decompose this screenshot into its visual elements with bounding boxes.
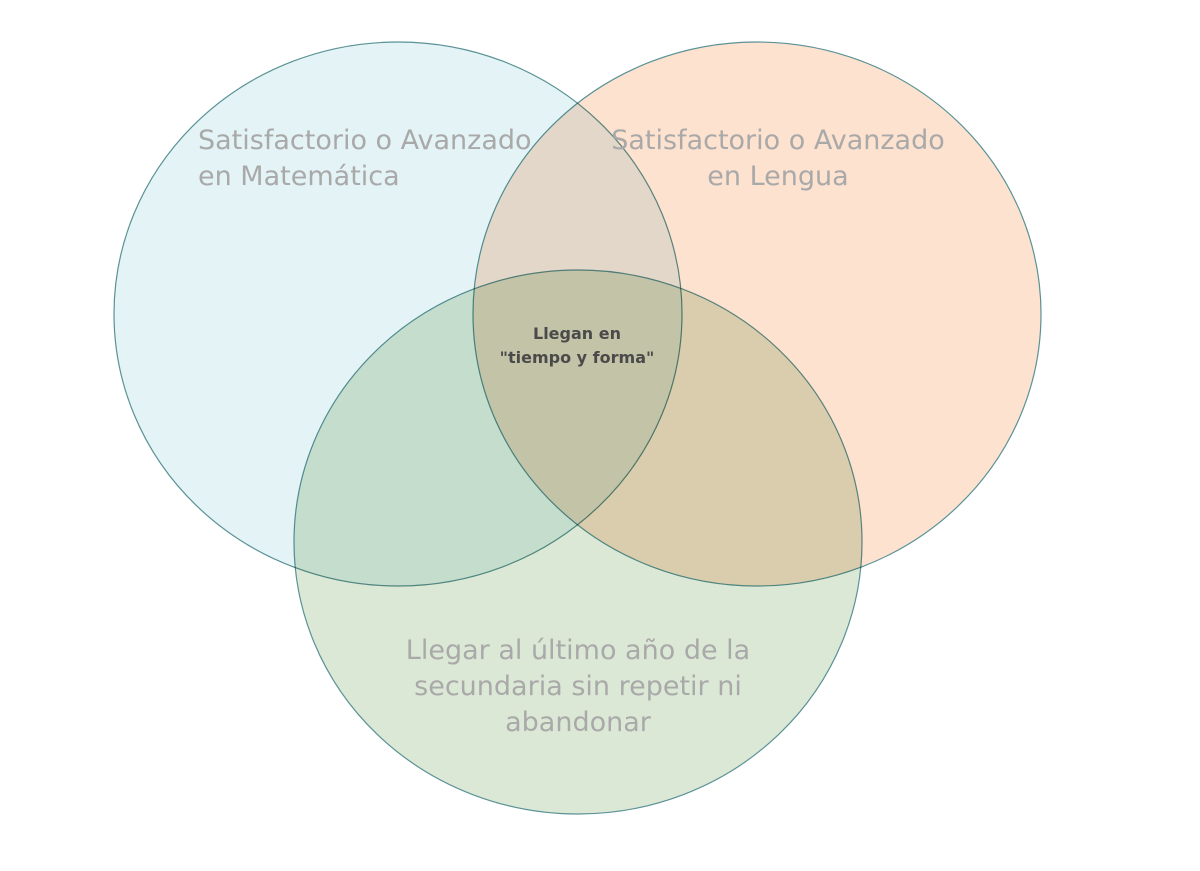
label-lengua: Satisfactorio o Avanzado en Lengua bbox=[578, 123, 978, 195]
label-line: secundaria sin repetir ni bbox=[414, 671, 742, 702]
label-line: Satisfactorio o Avanzado bbox=[611, 125, 945, 156]
label-line: en Matemática bbox=[198, 161, 400, 192]
intersection-line: Llegan en bbox=[533, 324, 621, 343]
label-line: abandonar bbox=[505, 707, 651, 738]
intersection-label: Llegan en "tiempo y forma" bbox=[470, 322, 684, 370]
circle-trayectoria bbox=[293, 269, 863, 815]
intersection-line: "tiempo y forma" bbox=[499, 348, 655, 367]
label-matematica: Satisfactorio o Avanzado en Matemática bbox=[198, 123, 532, 195]
label-line: en Lengua bbox=[707, 161, 849, 192]
label-line: Satisfactorio o Avanzado bbox=[198, 125, 532, 156]
label-trayectoria: Llegar al último año de la secundaria si… bbox=[328, 633, 828, 741]
label-line: Llegar al último año de la bbox=[405, 635, 751, 666]
